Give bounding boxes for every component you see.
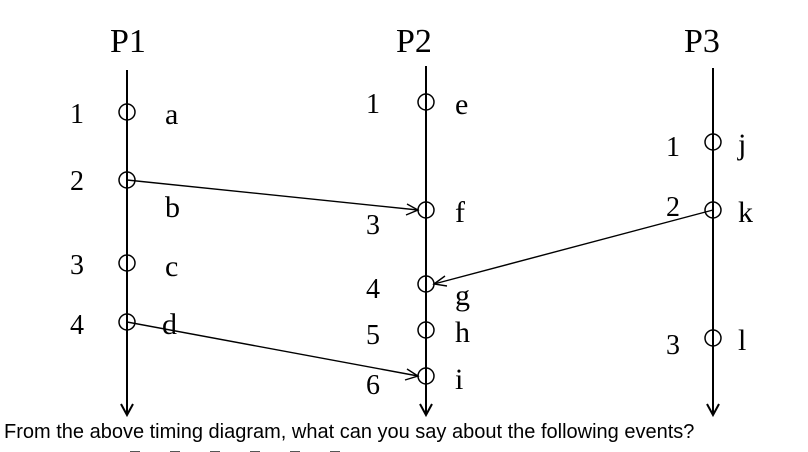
message-k-to-g — [432, 209, 714, 287]
event-number: 3 — [366, 210, 380, 241]
event-marker — [118, 103, 136, 121]
event-number: 1 — [666, 132, 680, 163]
event-label: g — [455, 279, 470, 312]
event-label: i — [455, 363, 463, 396]
process-title-p3: P3 — [684, 23, 720, 60]
event-marker — [118, 313, 136, 331]
event-l: 3 l — [666, 324, 746, 361]
timeline-p2 — [419, 66, 433, 418]
event-number: 3 — [666, 330, 680, 361]
event-b: 2 b — [70, 166, 180, 224]
event-marker — [704, 329, 722, 347]
event-k: 2 k — [666, 192, 753, 229]
event-label: f — [455, 196, 465, 229]
event-number: 1 — [366, 89, 380, 120]
process-title-p1: P1 — [110, 23, 146, 60]
event-marker — [704, 201, 722, 219]
event-c: 3 c — [70, 250, 178, 283]
timeline-p3 — [706, 68, 720, 418]
event-d: 4 d — [70, 308, 177, 341]
event-marker — [417, 321, 435, 339]
event-marker — [118, 171, 136, 189]
event-number: 3 — [70, 250, 84, 281]
event-number: 2 — [666, 192, 680, 223]
event-number: 4 — [70, 310, 84, 341]
event-number: 1 — [70, 99, 84, 130]
event-label: j — [737, 128, 746, 161]
message-b-to-f — [126, 179, 420, 216]
event-marker — [417, 93, 435, 111]
event-label: l — [738, 324, 746, 357]
event-number: 5 — [366, 320, 380, 351]
message-d-to-i — [126, 321, 420, 381]
cut-off-text-fragment — [130, 446, 510, 452]
event-label: h — [455, 316, 470, 349]
event-e: 1 e — [366, 88, 468, 121]
event-label: b — [165, 191, 180, 224]
event-j: 1 j — [666, 128, 746, 163]
event-label: c — [165, 250, 178, 283]
event-g: 4 g — [366, 274, 470, 312]
event-f: 3 f — [366, 196, 465, 241]
timing-diagram: P1 P2 P3 1 a 2 b 3 c 4 d 1 e — [70, 23, 753, 418]
question-text: From the above timing diagram, what can … — [4, 421, 695, 443]
event-label: e — [455, 88, 468, 121]
event-label: a — [165, 98, 178, 131]
event-a: 1 a — [70, 98, 178, 131]
event-marker — [704, 133, 722, 151]
event-label: d — [162, 308, 177, 341]
event-label: k — [738, 196, 753, 229]
event-h: 5 h — [366, 316, 470, 351]
event-number: 4 — [366, 274, 380, 305]
process-title-p2: P2 — [396, 23, 432, 60]
event-number: 2 — [70, 166, 84, 197]
event-marker — [118, 254, 136, 272]
timeline-p1 — [120, 70, 134, 418]
event-number: 6 — [366, 370, 380, 401]
